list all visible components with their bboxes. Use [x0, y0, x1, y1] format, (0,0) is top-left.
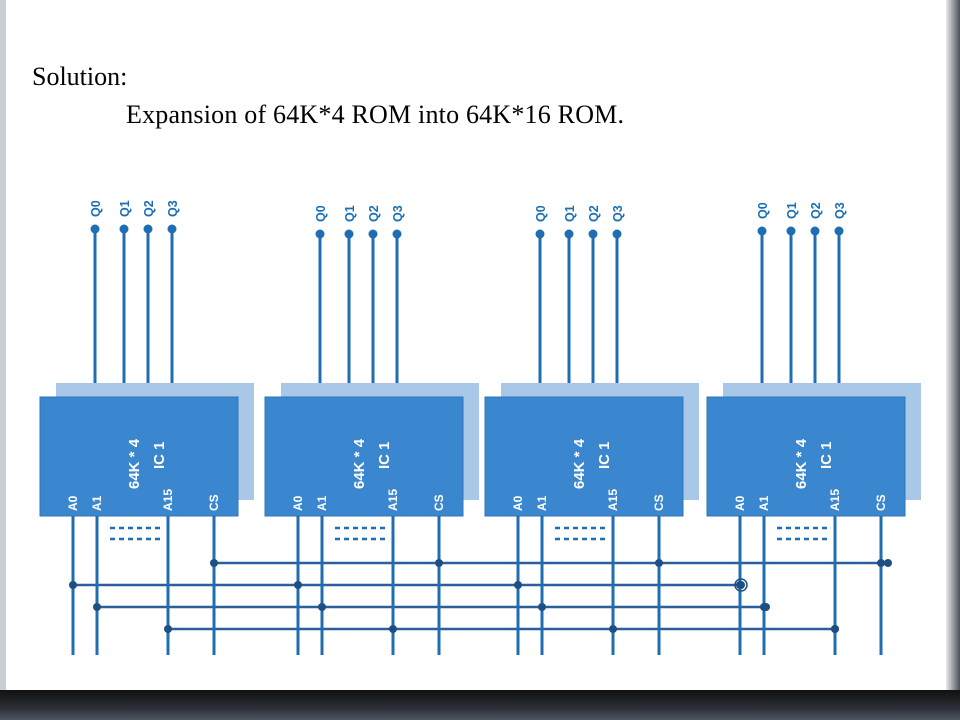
bus-end-ring	[734, 578, 748, 592]
junction-dot	[93, 603, 101, 611]
output-pin-dot	[834, 226, 844, 236]
output-pin-dot	[612, 229, 622, 239]
junction-dot	[538, 603, 546, 611]
junction-dot	[318, 603, 326, 611]
input-pin-label: A0	[511, 495, 525, 511]
input-pin-label: A15	[606, 489, 620, 511]
input-pin-label: A1	[757, 495, 771, 511]
output-pin-label: Q0	[756, 202, 770, 219]
slide-title: Solution:	[32, 62, 128, 91]
chip-part-label: 64K * 4	[793, 438, 810, 489]
chip-name-label: IC 1	[596, 441, 613, 469]
output-pin-label: Q1	[563, 205, 577, 222]
input-pin-label: A0	[733, 495, 747, 511]
output-pin-dot	[119, 224, 129, 234]
output-pin-label: Q3	[611, 205, 625, 222]
output-pin-dot	[535, 229, 545, 239]
chip-name-label: IC 1	[376, 441, 393, 469]
rom-chip-1: Q0 Q1 Q2 Q3 64K * 4 IC 1 A0 A1 A15 CS	[39, 200, 254, 655]
input-pin-label: CS	[874, 494, 888, 511]
output-pin-dot	[167, 224, 177, 234]
junction-dot	[655, 559, 663, 567]
junction-dot	[69, 581, 77, 589]
chip-name-label: IC 1	[151, 441, 168, 469]
chip-name-label: IC 1	[818, 441, 835, 469]
junction-dot	[294, 581, 302, 589]
chip-body	[39, 396, 239, 517]
output-pin-label: Q1	[343, 205, 357, 222]
slide-right-edge	[946, 0, 960, 720]
output-pin-label: Q2	[809, 202, 823, 219]
output-pin-label: Q1	[785, 202, 799, 219]
input-pin-label: A1	[315, 495, 329, 511]
output-pin-label: Q3	[166, 200, 180, 217]
output-pin-label: Q0	[89, 200, 103, 217]
output-pin-label: Q2	[142, 200, 156, 217]
rom-chip-3: Q0 Q1 Q2 Q3 64K * 4 IC 1 A0 A1 A15 CS	[484, 205, 699, 655]
chip-part-label: 64K * 4	[126, 438, 143, 489]
chip-part-label: 64K * 4	[351, 438, 368, 489]
output-pin-label: Q0	[534, 205, 548, 222]
input-pin-label: A15	[386, 489, 400, 511]
output-pin-dot	[90, 224, 100, 234]
output-pin-dot	[588, 229, 598, 239]
junction-dot	[210, 559, 218, 567]
output-pin-dot	[564, 229, 574, 239]
input-pin-label: A15	[161, 489, 175, 511]
input-pin-label: A1	[90, 495, 104, 511]
output-pin-dot	[757, 226, 767, 236]
junction-dot	[389, 625, 397, 633]
output-pin-dot	[786, 226, 796, 236]
input-pin-label: CS	[207, 494, 221, 511]
output-pin-label: Q3	[833, 202, 847, 219]
output-pin-dot	[315, 229, 325, 239]
output-pin-dot	[143, 224, 153, 234]
rom-chip-2: Q0 Q1 Q2 Q3 64K * 4 IC 1 A0 A1 A15 CS	[264, 205, 479, 655]
input-pin-label: A0	[66, 495, 80, 511]
bus-end-dot	[737, 581, 745, 589]
junction-dot	[435, 559, 443, 567]
input-pin-label: A15	[828, 489, 842, 511]
chip-body	[484, 396, 684, 517]
output-pin-label: Q3	[391, 205, 405, 222]
slide-left-edge	[0, 0, 6, 720]
bus-end-dot	[884, 559, 892, 567]
output-pin-dot	[392, 229, 402, 239]
junction-dot	[514, 581, 522, 589]
junction-dot	[164, 625, 172, 633]
junction-dot	[609, 625, 617, 633]
input-pin-label: CS	[652, 494, 666, 511]
bus-end-dot	[831, 625, 839, 633]
input-pin-label: A0	[291, 495, 305, 511]
chip-body	[264, 396, 464, 517]
chip-body	[706, 396, 906, 517]
input-pin-label: CS	[432, 494, 446, 511]
chip-part-label: 64K * 4	[571, 438, 588, 489]
junction-dot	[877, 559, 885, 567]
rom-chip-4: Q0 Q1 Q2 Q3 64K * 4 IC 1 A0 A1 A15 CS	[706, 202, 921, 655]
bus-end-dot	[762, 603, 770, 611]
output-pin-label: Q2	[367, 205, 381, 222]
output-pin-label: Q0	[314, 205, 328, 222]
output-pin-label: Q2	[587, 205, 601, 222]
input-pin-label: A1	[535, 495, 549, 511]
output-pin-dot	[810, 226, 820, 236]
slide-subtitle: Expansion of 64K*4 ROM into 64K*16 ROM.	[126, 100, 625, 129]
output-pin-dot	[368, 229, 378, 239]
output-pin-dot	[344, 229, 354, 239]
bottom-taskbar	[0, 690, 960, 720]
output-pin-label: Q1	[118, 200, 132, 217]
